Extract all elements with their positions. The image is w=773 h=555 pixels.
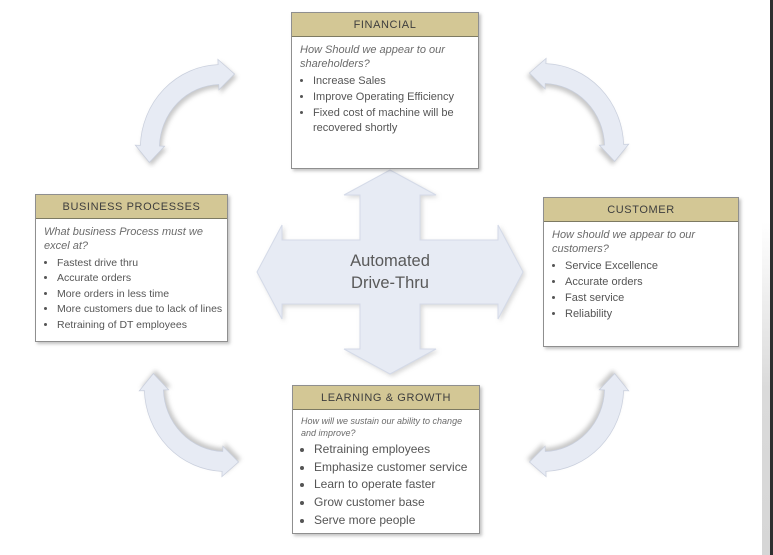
business-processes-bullet-list: Fastest drive thru Accurate orders More … [40, 256, 223, 332]
curved-double-arrow-icon-top-right [527, 56, 631, 164]
learning-growth-perspective-box: LEARNING & GROWTH How will we sustain ou… [292, 385, 480, 534]
customer-question: How should we appear to our customers? [552, 229, 696, 256]
list-item: Improve Operating Efficiency [313, 90, 474, 105]
financial-bullet-list: Increase Sales Improve Operating Efficie… [296, 74, 474, 137]
center-hub: Automated Drive-Thru [255, 168, 525, 378]
list-item: Fast service [565, 291, 734, 306]
center-label-line2: Drive-Thru [351, 274, 429, 293]
curved-double-arrow-icon-bottom-left [137, 371, 241, 479]
center-label-line1: Automated [350, 252, 430, 270]
list-item: Emphasize customer service [314, 459, 475, 476]
list-item: Grow customer base [314, 494, 475, 511]
financial-question: How Should we appear to our shareholders… [300, 44, 445, 71]
financial-perspective-box: FINANCIAL How Should we appear to our sh… [291, 12, 479, 169]
customer-bullet-list: Service Excellence Accurate orders Fast … [548, 259, 734, 323]
curved-double-arrow-icon-bottom-right [527, 371, 631, 479]
learning-growth-box-title: LEARNING & GROWTH [293, 386, 479, 410]
list-item: More customers due to lack of lines [57, 302, 223, 316]
list-item: More orders in less time [57, 287, 223, 301]
customer-perspective-box: CUSTOMER How should we appear to our cus… [543, 197, 739, 347]
center-label: Automated Drive-Thru [255, 250, 525, 295]
list-item: Retraining employees [314, 441, 475, 458]
list-item: Accurate orders [565, 275, 734, 290]
list-item: Service Excellence [565, 259, 734, 274]
business-processes-question: What business Process must we excel at? [44, 226, 203, 253]
list-item: Retraining of DT employees [57, 318, 223, 332]
list-item: Fastest drive thru [57, 256, 223, 270]
window-edge-shadow [762, 0, 770, 555]
list-item: Fixed cost of machine will be recovered … [313, 106, 474, 136]
list-item: Reliability [565, 307, 734, 322]
window-edge-border [770, 0, 773, 555]
curved-double-arrow-icon-top-left [133, 57, 237, 165]
learning-growth-question: How will we sustain our ability to chang… [301, 416, 463, 438]
list-item: Accurate orders [57, 271, 223, 285]
customer-box-title: CUSTOMER [544, 198, 738, 222]
four-way-arrow-icon [256, 169, 524, 375]
learning-growth-bullet-list: Retraining employees Emphasize customer … [297, 441, 475, 528]
list-item: Learn to operate faster [314, 476, 475, 493]
business-processes-box-title: BUSINESS PROCESSES [36, 195, 227, 219]
list-item: Increase Sales [313, 74, 474, 89]
business-processes-perspective-box: BUSINESS PROCESSES What business Process… [35, 194, 228, 342]
list-item: Serve more people [314, 512, 475, 529]
financial-box-title: FINANCIAL [292, 13, 478, 37]
